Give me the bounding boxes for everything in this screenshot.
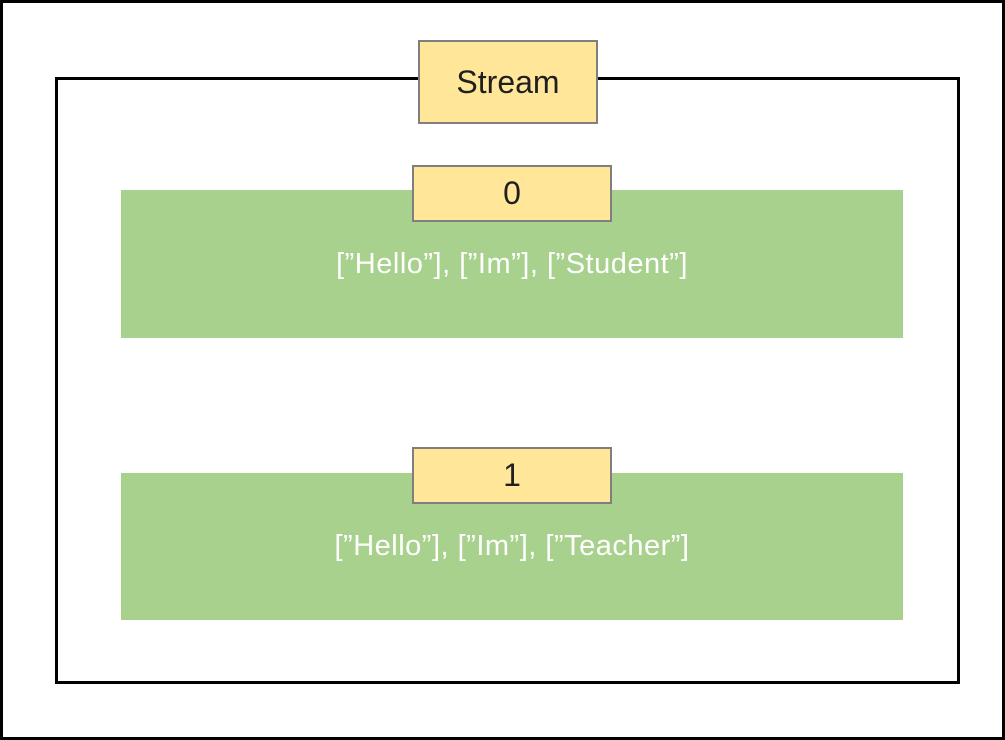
partition-0-index-label: 0 bbox=[503, 175, 521, 211]
stream-title-label: Stream bbox=[456, 63, 560, 100]
partition-0-content-text: [”Hello”], [”Im”], [”Student”] bbox=[336, 247, 688, 280]
stream-title-box: Stream bbox=[418, 40, 598, 124]
partition-1-index-label: 1 bbox=[503, 457, 521, 493]
partition-0-index-box: 0 bbox=[412, 165, 612, 222]
partition-1-index-box: 1 bbox=[412, 447, 612, 504]
partition-1-content-text: [”Hello”], [”Im”], [”Teacher”] bbox=[334, 530, 690, 562]
